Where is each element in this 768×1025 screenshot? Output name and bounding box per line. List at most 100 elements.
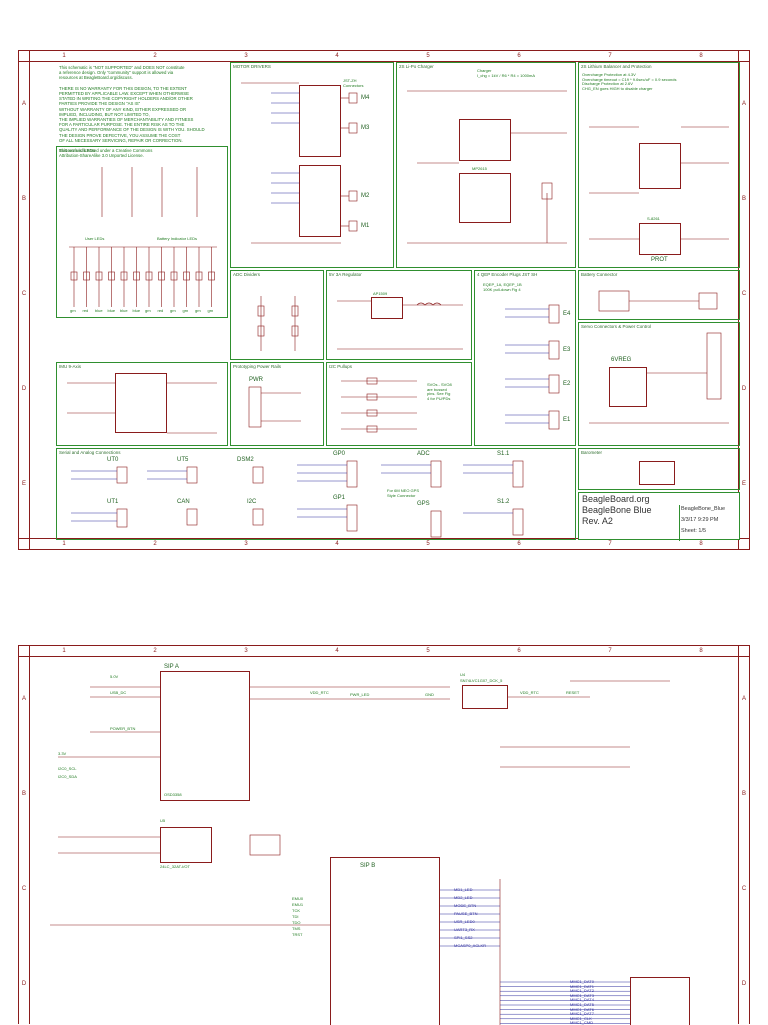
ruler-top	[19, 51, 749, 62]
led-resistor	[145, 271, 153, 281]
battery-connector-block: Battery Connector	[578, 270, 740, 320]
encoder-block: 4 QEP Encoder Plugs JST SH EQEP_1A, EQEP…	[474, 270, 576, 446]
led-color-label: grn	[182, 308, 189, 313]
imu-wiring	[67, 382, 217, 434]
i2c0-scl-net: I2C0_SCL	[58, 766, 77, 771]
power-rail-label: PWR	[249, 377, 263, 383]
motor-driver-ic-2	[299, 165, 341, 237]
net-label: PAUSE_BTN	[454, 911, 478, 916]
eeprom-part: 24LC_32AT-I/OT	[160, 864, 190, 869]
servo-wiring	[589, 332, 729, 424]
ruler-top	[19, 646, 749, 657]
regulator-wiring	[337, 300, 463, 350]
gnd-net: GND	[425, 692, 434, 697]
led-resistor	[158, 271, 165, 281]
led-color-label: blue	[132, 308, 141, 313]
usb-dc-net: USB_DC	[110, 690, 127, 695]
row-letter: E	[21, 481, 26, 487]
col-num: 5	[426, 53, 430, 59]
connector-dsm2: DSM2	[237, 457, 254, 463]
net-label: EMU0	[292, 896, 304, 901]
balancer-ic	[639, 143, 681, 189]
col-num: 6	[517, 648, 521, 654]
led-color-label: grn	[195, 308, 201, 313]
row-letter: D	[21, 386, 27, 392]
block-title: Serial and Analog Connections	[59, 450, 121, 455]
regulator-ic	[371, 297, 403, 319]
motor-m2-label: M2	[361, 193, 370, 199]
col-num: 2	[153, 541, 157, 547]
charger-ic-label: MP2615	[472, 166, 487, 171]
title-rev: Rev. A2	[582, 516, 613, 526]
motor-m3-label: M3	[361, 125, 370, 131]
row-letter: C	[741, 886, 747, 892]
encoder-e2-label: E2	[563, 381, 571, 387]
net-label: MMC1_DAT4	[570, 997, 594, 1003]
u4-ic	[462, 685, 508, 709]
barometer-block: Barometer	[578, 448, 740, 490]
row-letter: A	[21, 101, 26, 107]
led-resistor	[183, 271, 190, 281]
led-color-label: blue	[95, 308, 103, 313]
led-group-label: Battery Indicator LEDs	[157, 236, 198, 241]
block-title: Barometer	[581, 450, 603, 455]
motor-wiring	[241, 82, 358, 244]
protection-ic	[639, 223, 681, 255]
license-notes: This schematic is "NOT SUPPORTED" and DO…	[59, 65, 205, 159]
connector-gps: GPS	[417, 501, 430, 507]
led-color-label: red	[157, 308, 164, 313]
charger-ic-top	[459, 119, 511, 161]
net-label: MODE_BTN	[454, 903, 477, 908]
encoder-wiring	[505, 304, 560, 430]
net-label: MMC1_DAT2	[570, 988, 594, 994]
encoder-e3-label: E3	[563, 347, 571, 353]
schematic-sheet-1: 1 2 3 4 5 6 7 8 1 2 3 4 5 6 7 8 A B C D …	[18, 50, 750, 550]
schematic-sheet-2: 1 2 3 4 5 6 7 8 A B C D A B C D SIP A OS…	[18, 645, 750, 1025]
block-title: ADC Dividers	[233, 272, 261, 277]
title-meta-box	[679, 505, 742, 541]
schematic-area: This schematic is "NOT SUPPORTED" and DO…	[30, 62, 742, 541]
col-num: 4	[335, 648, 339, 654]
license-notes-block: This schematic is "NOT SUPPORTED" and DO…	[56, 62, 228, 158]
imu-block: IMU 9-Axis	[56, 362, 228, 446]
encoder-e1-label: E1	[563, 417, 571, 423]
motor-connector-label: JST-ZH Connectors	[343, 78, 364, 88]
title-product: BeagleBone Blue	[582, 505, 652, 515]
sip-b-ic	[330, 857, 440, 1025]
adc-dividers-block: ADC Dividers	[230, 270, 324, 360]
battery-wiring	[598, 290, 718, 312]
row-letter: C	[21, 291, 27, 297]
barometer-ic	[639, 461, 675, 485]
charger-block: 2S Li-Po Charger Charger I_chg = 1kV / R…	[396, 62, 576, 268]
protection-label: PROT	[651, 257, 668, 263]
net-label: MMC1_CLK	[570, 1015, 592, 1021]
net-label: TCK	[292, 908, 300, 913]
led-resistor	[120, 271, 128, 281]
col-num: 7	[608, 53, 612, 59]
prototyping-wiring	[248, 386, 301, 428]
u5-eeprom-ic	[160, 827, 212, 863]
row-letter: A	[741, 101, 746, 107]
col-num: 8	[699, 541, 703, 547]
balancer-block: 2S Lithium Balancer and Protection Overc…	[578, 62, 740, 268]
col-num: 8	[699, 53, 703, 59]
title-sheet: Sheet: 1/5	[681, 528, 707, 534]
net-label: MMC1_DAT1	[570, 983, 594, 989]
connector-s1-2: S1.2	[497, 499, 510, 505]
row-letter: D	[741, 386, 747, 392]
col-num: 5	[426, 541, 430, 547]
protection-ic-label: S-8261	[647, 216, 660, 221]
sip-a-ic	[160, 671, 250, 801]
imu-ic	[115, 373, 167, 433]
net-label: MCASP0_ACLKR	[454, 943, 487, 948]
charger-note: Charger I_chg = 1kV / R6 * R4 = 1000mA	[477, 68, 536, 78]
charger-ic	[459, 173, 511, 223]
net-label: TMS	[292, 926, 301, 931]
col-num: 2	[153, 648, 157, 654]
led-color-label: grn	[145, 308, 151, 313]
connector-gp1: GP1	[333, 495, 346, 501]
connector-s1-1: S1.1	[497, 451, 510, 457]
prototyping-block: Prototyping Power Rails PWR	[230, 362, 324, 446]
connector-adc: ADC	[417, 451, 430, 457]
u5-ref: U5	[160, 818, 166, 823]
